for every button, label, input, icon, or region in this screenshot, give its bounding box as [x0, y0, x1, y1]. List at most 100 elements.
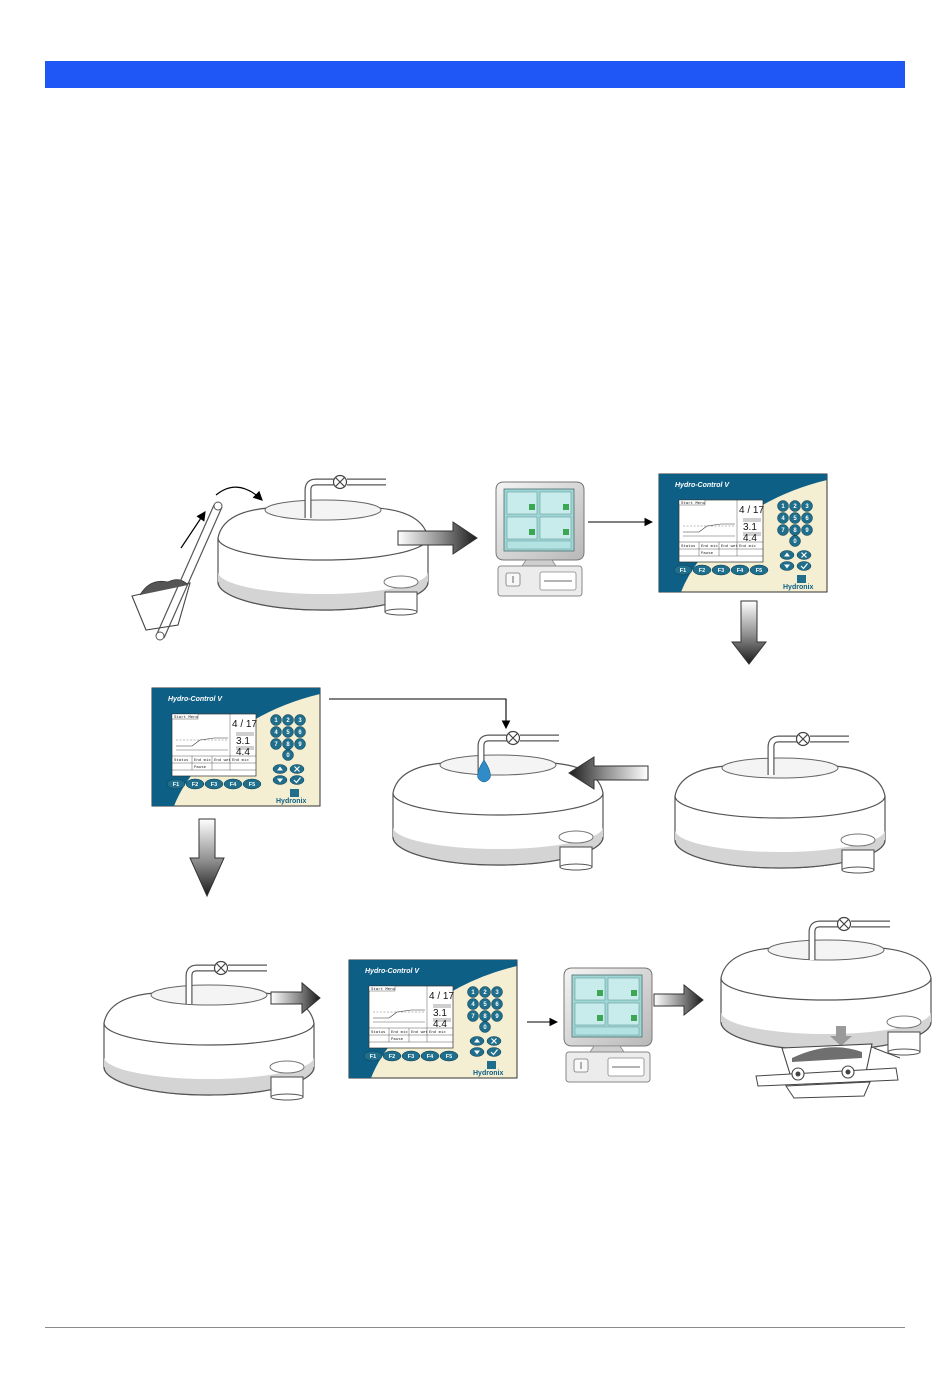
water-drop-icon: [477, 759, 491, 783]
number-key-9: 9: [805, 528, 809, 534]
lcd-tab: End mix: [194, 758, 211, 763]
number-key-1: 1: [781, 504, 785, 510]
function-key-f5: F5: [446, 1054, 452, 1060]
number-key-4: 4: [471, 1002, 475, 1008]
function-key-f2: F2: [699, 568, 705, 574]
discharge-arrow: [830, 1026, 852, 1046]
number-key-2: 2: [483, 990, 487, 996]
number-key-8: 8: [483, 1014, 487, 1020]
function-key-f3: F3: [211, 782, 217, 788]
lcd-reading: 4.4: [433, 1019, 447, 1030]
number-key-3: 3: [495, 990, 499, 996]
lcd-tab: End mix: [739, 544, 756, 549]
control-panel-icon: Hydro-Control V Hydronix F1 F2 F3 F4 F5 1 2 3 4 5 6 7…: [658, 473, 828, 593]
signal-arrow: [329, 698, 511, 730]
panel-title: Hydro-Control V: [168, 696, 223, 703]
lcd-reading: 4.4: [743, 533, 757, 544]
number-key-5: 5: [793, 516, 797, 522]
footer-rule: [45, 1327, 905, 1328]
number-key-7: 7: [274, 742, 278, 748]
function-key-f4: F4: [737, 568, 744, 574]
lcd-pause: Pause: [194, 766, 207, 770]
lcd-status: Status: [174, 759, 189, 763]
computer-monitor-icon: [495, 481, 585, 597]
panel-brand: Hydronix: [783, 584, 813, 591]
computer-monitor-icon: [563, 967, 653, 1083]
lcd-reading: 4 / 17: [739, 505, 764, 516]
function-key-f5: F5: [756, 568, 762, 574]
mixer-icon: [217, 499, 429, 616]
panel-title: Hydro-Control V: [675, 482, 730, 489]
number-key-1: 1: [471, 990, 475, 996]
truck-hopper-icon: [755, 1043, 901, 1099]
control-panel-icon: Hydro-Control V Hydronix F1 F2 F3 F4 F5 1 2 3 4 5 6 7…: [348, 959, 518, 1079]
process-arrow-icon: [397, 521, 478, 555]
lcd-reading: 3.1: [743, 522, 757, 533]
number-key-1: 1: [274, 718, 278, 724]
number-key-5: 5: [286, 730, 290, 736]
number-key-7: 7: [781, 528, 785, 534]
lcd-tab: End wet: [721, 544, 738, 549]
number-key-6: 6: [495, 1002, 499, 1008]
lcd-tab: End mix: [701, 544, 718, 549]
lcd-reading: 3.1: [433, 1008, 447, 1019]
lcd-tab: End mix: [391, 1030, 408, 1035]
number-key-8: 8: [793, 528, 797, 534]
number-key-6: 6: [298, 730, 302, 736]
number-key-3: 3: [298, 718, 302, 724]
number-key-3: 3: [805, 504, 809, 510]
number-key-0: 0: [483, 1025, 487, 1031]
lcd-tab: End wet: [214, 758, 231, 763]
function-key-f4: F4: [427, 1054, 434, 1060]
lcd-menu: Start Menu: [371, 987, 396, 992]
lcd-status: Status: [681, 545, 696, 549]
number-key-8: 8: [286, 742, 290, 748]
number-key-0: 0: [793, 539, 797, 545]
lcd-reading: 4.4: [236, 747, 250, 758]
function-key-f3: F3: [718, 568, 724, 574]
lcd-tab: End mix: [429, 1030, 446, 1035]
number-key-0: 0: [286, 753, 290, 759]
mixer-icon: [720, 939, 932, 1056]
function-key-f2: F2: [192, 782, 198, 788]
number-key-9: 9: [495, 1014, 499, 1020]
lcd-tab: End wet: [411, 1030, 428, 1035]
function-key-f1: F1: [370, 1054, 376, 1060]
lcd-menu: Start Menu: [681, 501, 706, 506]
panel-brand: Hydronix: [276, 798, 306, 805]
lcd-tab: End mix: [232, 758, 249, 763]
lcd-reading: 4 / 17: [232, 719, 257, 730]
lcd-pause: Pause: [391, 1038, 404, 1042]
function-key-f5: F5: [249, 782, 255, 788]
mixer-icon: [674, 757, 886, 874]
process-arrow-icon: [730, 600, 768, 665]
function-key-f1: F1: [680, 568, 686, 574]
lcd-reading: 3.1: [236, 736, 250, 747]
conveyor-skip-icon: [131, 486, 263, 641]
function-key-f4: F4: [230, 782, 237, 788]
number-key-2: 2: [793, 504, 797, 510]
function-key-f1: F1: [173, 782, 179, 788]
header-bar: [45, 61, 905, 88]
number-key-4: 4: [781, 516, 785, 522]
process-arrow-icon: [270, 981, 321, 1015]
number-key-6: 6: [805, 516, 809, 522]
panel-title: Hydro-Control V: [365, 968, 420, 975]
lcd-pause: Pause: [701, 552, 714, 556]
function-key-f3: F3: [408, 1054, 414, 1060]
number-key-9: 9: [298, 742, 302, 748]
number-key-7: 7: [471, 1014, 475, 1020]
number-key-5: 5: [483, 1002, 487, 1008]
number-key-4: 4: [274, 730, 278, 736]
number-key-2: 2: [286, 718, 290, 724]
process-arrow-icon: [189, 818, 225, 898]
lcd-status: Status: [371, 1031, 386, 1035]
function-key-f2: F2: [389, 1054, 395, 1060]
process-arrow-icon: [653, 983, 704, 1017]
control-panel-icon: Hydro-Control V Hydronix F1 F2 F3 F4 F5 1 2 3 4 5 6 7…: [151, 687, 321, 807]
panel-brand: Hydronix: [473, 1070, 503, 1077]
process-arrow-icon: [568, 756, 649, 790]
lcd-reading: 4 / 17: [429, 991, 454, 1002]
lcd-menu: Start Menu: [174, 715, 199, 720]
